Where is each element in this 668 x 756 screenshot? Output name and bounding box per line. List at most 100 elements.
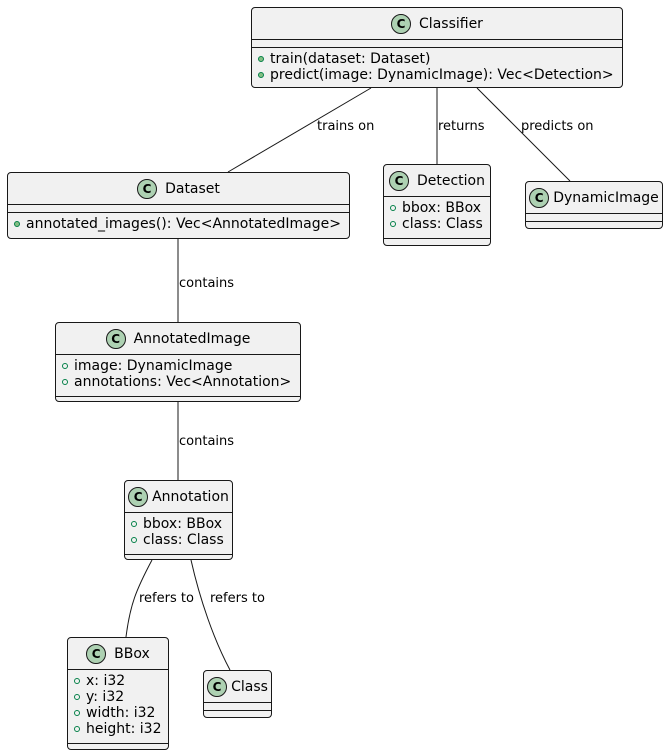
- class-fields: [8, 205, 349, 213]
- public-field-icon: [74, 678, 80, 684]
- class-methods: [56, 397, 300, 404]
- class-header: C Classifier: [252, 8, 622, 40]
- field-signature: height: i32: [86, 721, 162, 737]
- public-field-icon: [62, 363, 68, 369]
- field-item: class: Class: [390, 216, 484, 232]
- field-item: x: i32: [74, 673, 162, 689]
- class-fields: image: DynamicImage annotations: Vec<Ann…: [56, 355, 300, 397]
- class-name: DynamicImage: [553, 189, 659, 206]
- class-name: BBox: [114, 645, 150, 662]
- method-signature: annotated_images(): Vec<AnnotatedImage>: [26, 216, 341, 232]
- field-signature: bbox: BBox: [402, 200, 481, 216]
- field-item: image: DynamicImage: [62, 358, 294, 374]
- public-field-icon: [74, 694, 80, 700]
- edge-classifier-dynamicimage: [476, 87, 571, 182]
- class-c-icon: C: [529, 187, 550, 208]
- label-trains-on: trains on: [317, 119, 375, 134]
- class-class[interactable]: C Class: [203, 670, 272, 718]
- class-name: Classifier: [419, 15, 483, 32]
- class-fields: x: i32 y: i32 width: i32 height: i32: [68, 670, 168, 744]
- public-method-icon: [258, 72, 264, 78]
- class-c-icon: C: [105, 328, 126, 349]
- public-field-icon: [62, 379, 68, 385]
- class-c-icon: C: [388, 170, 409, 191]
- label-predicts-on: predicts on: [521, 119, 594, 134]
- class-c-icon: C: [391, 13, 412, 34]
- public-field-icon: [390, 205, 396, 211]
- edge-annotation-bbox: [125, 559, 153, 638]
- class-header: C AnnotatedImage: [56, 323, 300, 355]
- class-header: C Detection: [384, 165, 490, 197]
- method-signature: predict(image: DynamicImage): Vec<Detect…: [270, 67, 614, 83]
- field-signature: class: Class: [402, 216, 483, 232]
- field-signature: bbox: BBox: [143, 516, 222, 532]
- class-name: Detection: [416, 172, 485, 189]
- field-signature: image: DynamicImage: [74, 358, 233, 374]
- public-field-icon: [131, 521, 137, 527]
- public-field-icon: [74, 726, 80, 732]
- public-field-icon: [74, 710, 80, 716]
- field-signature: width: i32: [86, 705, 156, 721]
- label-refers-to-class: refers to: [210, 591, 265, 606]
- field-signature: y: i32: [86, 689, 125, 705]
- class-header: C Annotation: [125, 481, 232, 513]
- class-name: AnnotatedImage: [133, 330, 251, 347]
- field-item: bbox: BBox: [131, 516, 226, 532]
- class-dynamic-image[interactable]: C DynamicImage: [525, 181, 663, 229]
- class-fields: bbox: BBox class: Class: [384, 197, 490, 239]
- class-fields: [252, 40, 622, 48]
- field-signature: class: Class: [143, 532, 224, 548]
- field-item: bbox: BBox: [390, 200, 484, 216]
- class-fields: bbox: BBox class: Class: [125, 513, 232, 555]
- class-fields: [526, 214, 662, 222]
- class-dataset[interactable]: C Dataset annotated_images(): Vec<Annota…: [7, 172, 350, 239]
- label-returns: returns: [438, 119, 485, 134]
- edge-classifier-dataset: [227, 87, 372, 173]
- class-methods: [526, 222, 662, 229]
- class-detection[interactable]: C Detection bbox: BBox class: Class: [383, 164, 491, 246]
- class-methods: [204, 711, 271, 718]
- class-methods: [125, 555, 232, 562]
- method-item: predict(image: DynamicImage): Vec<Detect…: [258, 67, 616, 83]
- class-c-icon: C: [137, 178, 158, 199]
- public-method-icon: [258, 56, 264, 62]
- class-c-icon: C: [207, 676, 228, 697]
- class-name: Dataset: [165, 180, 220, 197]
- public-field-icon: [390, 221, 396, 227]
- class-header: C BBox: [68, 638, 168, 670]
- class-annotated-image[interactable]: C AnnotatedImage image: DynamicImage ann…: [55, 322, 301, 402]
- field-item: class: Class: [131, 532, 226, 548]
- class-header: C DynamicImage: [526, 182, 662, 214]
- class-name: Annotation: [152, 488, 229, 505]
- public-field-icon: [131, 537, 137, 543]
- label-refers-to-bbox: refers to: [139, 591, 194, 606]
- label-contains-annotations: contains: [179, 434, 235, 449]
- field-item: annotations: Vec<Annotation>: [62, 374, 294, 390]
- method-signature: train(dataset: Dataset): [270, 51, 431, 67]
- field-signature: annotations: Vec<Annotation>: [74, 374, 292, 390]
- class-methods: annotated_images(): Vec<AnnotatedImage>: [8, 213, 349, 238]
- class-header: C Dataset: [8, 173, 349, 205]
- public-method-icon: [14, 221, 20, 227]
- class-c-icon: C: [128, 486, 149, 507]
- method-item: train(dataset: Dataset): [258, 51, 616, 67]
- class-name: Class: [231, 678, 268, 695]
- class-classifier[interactable]: C Classifier train(dataset: Dataset) pre…: [251, 7, 623, 88]
- class-methods: [68, 744, 168, 751]
- field-item: height: i32: [74, 721, 162, 737]
- class-header: C Class: [204, 671, 271, 703]
- class-c-icon: C: [86, 643, 107, 664]
- method-item: annotated_images(): Vec<AnnotatedImage>: [14, 216, 343, 232]
- field-signature: x: i32: [86, 673, 126, 689]
- label-contains-images: contains: [179, 276, 235, 291]
- class-methods: [384, 239, 490, 246]
- class-bbox[interactable]: C BBox x: i32 y: i32 width: i32 height: …: [67, 637, 169, 750]
- class-annotation[interactable]: C Annotation bbox: BBox class: Class: [124, 480, 233, 560]
- field-item: y: i32: [74, 689, 162, 705]
- field-item: width: i32: [74, 705, 162, 721]
- class-fields: [204, 703, 271, 711]
- class-methods: train(dataset: Dataset) predict(image: D…: [252, 48, 622, 89]
- edge-annotation-class: [190, 559, 231, 671]
